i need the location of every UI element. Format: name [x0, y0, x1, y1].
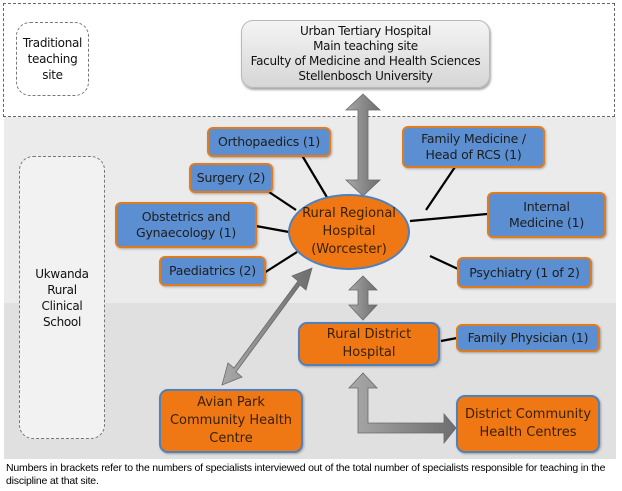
- specialty-family-physician: Family Physician (1): [456, 324, 600, 352]
- arrow-tertiary-regional: [344, 93, 382, 197]
- line-obgyn: [255, 224, 290, 234]
- specialty-paediatrics: Paediatrics (2): [159, 256, 266, 286]
- line-orthopaedics: [299, 151, 329, 200]
- main-site-line-3: Faculty of Medicine and Health Sciences: [250, 54, 481, 68]
- traditional-teaching-site-label: Traditional teaching site: [16, 22, 89, 96]
- line-family-medicine: [425, 166, 456, 211]
- arrow-regional-avian-park: [221, 267, 313, 386]
- specialty-internal-medicine: Internal Medicine (1): [487, 192, 606, 238]
- main-site-line-2: Main teaching site: [313, 39, 418, 53]
- main-site-line-4: Stellenbosch University: [298, 69, 433, 83]
- rural-district-hospital-node: Rural District Hospital: [298, 322, 440, 366]
- specialty-family-medicine: Family Medicine / Head of RCS (1): [402, 126, 545, 168]
- ukwanda-rural-clinical-school-label: Ukwanda Rural Clinical School: [19, 156, 105, 439]
- line-paediatrics: [263, 251, 298, 274]
- footnote: Numbers in brackets refer to the numbers…: [6, 462, 606, 487]
- specialty-obstetrics-gynaecology: Obstetrics and Gynaecology (1): [115, 202, 257, 248]
- line-internal-medicine: [409, 212, 488, 223]
- arrow-district-chcs: [348, 372, 457, 445]
- specialty-orthopaedics: Orthopaedics (1): [207, 127, 331, 157]
- arrow-regional-district: [348, 275, 378, 321]
- line-family-physician: [440, 336, 458, 343]
- specialty-psychiatry: Psychiatry (1 of 2): [457, 257, 592, 288]
- main-site-line-1: Urban Tertiary Hospital: [299, 24, 432, 38]
- urban-tertiary-hospital-box: Urban Tertiary Hospital Main teaching si…: [241, 20, 490, 88]
- district-chcs-node: District Community Health Centres: [456, 395, 600, 453]
- rural-regional-hospital-node: Rural Regional Hospital (Worcester): [288, 194, 410, 270]
- specialty-surgery: Surgery (2): [189, 163, 273, 193]
- line-psychiatry: [429, 255, 459, 270]
- avian-park-chc-node: Avian Park Community Health Centre: [159, 389, 303, 453]
